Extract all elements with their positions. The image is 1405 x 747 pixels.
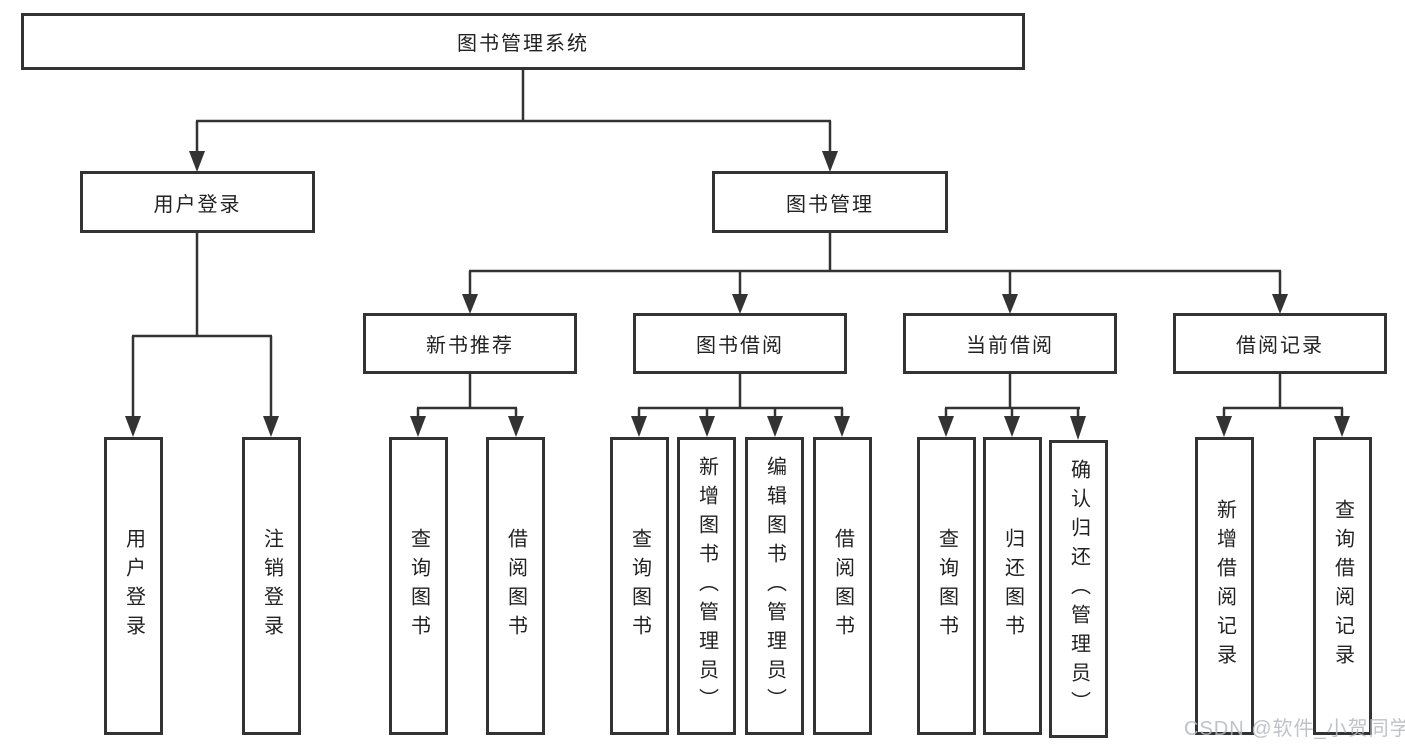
leaf-logout: 注销登录 bbox=[242, 437, 301, 735]
leaf-borrow-add-books-admin: 新增图书（管理员） bbox=[677, 437, 736, 735]
leaf-newrec-query-books: 查询图书 bbox=[389, 437, 448, 735]
leaf-records-add-record: 新增借阅记录 bbox=[1195, 437, 1254, 735]
node-borrow-records-label: 借阅记录 bbox=[1236, 335, 1324, 357]
leaf-records-query-record-label: 查询借阅记录 bbox=[1331, 499, 1354, 673]
leaf-borrow-borrow-books-label: 借阅图书 bbox=[831, 528, 854, 644]
leaf-current-query-books: 查询图书 bbox=[917, 437, 976, 735]
leaf-current-return-books-label: 归还图书 bbox=[1001, 528, 1024, 644]
node-book-management-label: 图书管理 bbox=[786, 193, 874, 216]
leaf-borrow-query-books-label: 查询图书 bbox=[628, 528, 651, 644]
leaf-borrow-edit-books-admin-label: 编辑图书（管理员） bbox=[763, 455, 786, 717]
node-user-login: 用户登录 bbox=[80, 171, 315, 233]
node-book-management: 图书管理 bbox=[712, 171, 948, 233]
node-new-book-recommend-label: 新书推荐 bbox=[426, 335, 514, 357]
leaf-current-confirm-return-admin: 确认归还（管理员） bbox=[1049, 440, 1108, 738]
leaf-current-return-books: 归还图书 bbox=[983, 437, 1042, 735]
leaf-borrow-add-books-admin-label: 新增图书（管理员） bbox=[695, 455, 718, 717]
node-root-label: 图书管理系统 bbox=[457, 33, 589, 55]
leaf-newrec-borrow-books: 借阅图书 bbox=[486, 437, 545, 735]
leaf-current-query-books-label: 查询图书 bbox=[935, 528, 958, 644]
leaf-logout-label: 注销登录 bbox=[260, 528, 283, 644]
leaf-borrow-borrow-books: 借阅图书 bbox=[813, 437, 872, 735]
node-borrow-records: 借阅记录 bbox=[1173, 313, 1387, 374]
leaf-user-login-label: 用户登录 bbox=[122, 528, 145, 644]
leaf-records-query-record: 查询借阅记录 bbox=[1313, 437, 1372, 735]
node-book-borrow: 图书借阅 bbox=[633, 313, 847, 374]
leaf-user-login: 用户登录 bbox=[104, 437, 163, 735]
node-current-borrow-label: 当前借阅 bbox=[966, 335, 1054, 357]
leaf-newrec-borrow-books-label: 借阅图书 bbox=[504, 528, 527, 644]
leaf-borrow-edit-books-admin: 编辑图书（管理员） bbox=[745, 437, 804, 735]
node-book-borrow-label: 图书借阅 bbox=[696, 335, 784, 357]
leaf-current-confirm-return-admin-label: 确认归还（管理员） bbox=[1067, 458, 1090, 720]
leaf-newrec-query-books-label: 查询图书 bbox=[407, 528, 430, 644]
leaf-borrow-query-books: 查询图书 bbox=[610, 437, 669, 735]
node-root: 图书管理系统 bbox=[21, 13, 1025, 70]
node-current-borrow: 当前借阅 bbox=[903, 313, 1117, 374]
leaf-records-add-record-label: 新增借阅记录 bbox=[1213, 499, 1236, 673]
node-user-login-label: 用户登录 bbox=[153, 193, 242, 216]
node-new-book-recommend: 新书推荐 bbox=[363, 313, 577, 374]
csdn-watermark: CSDN @软件_小贺同学 bbox=[1184, 718, 1405, 740]
